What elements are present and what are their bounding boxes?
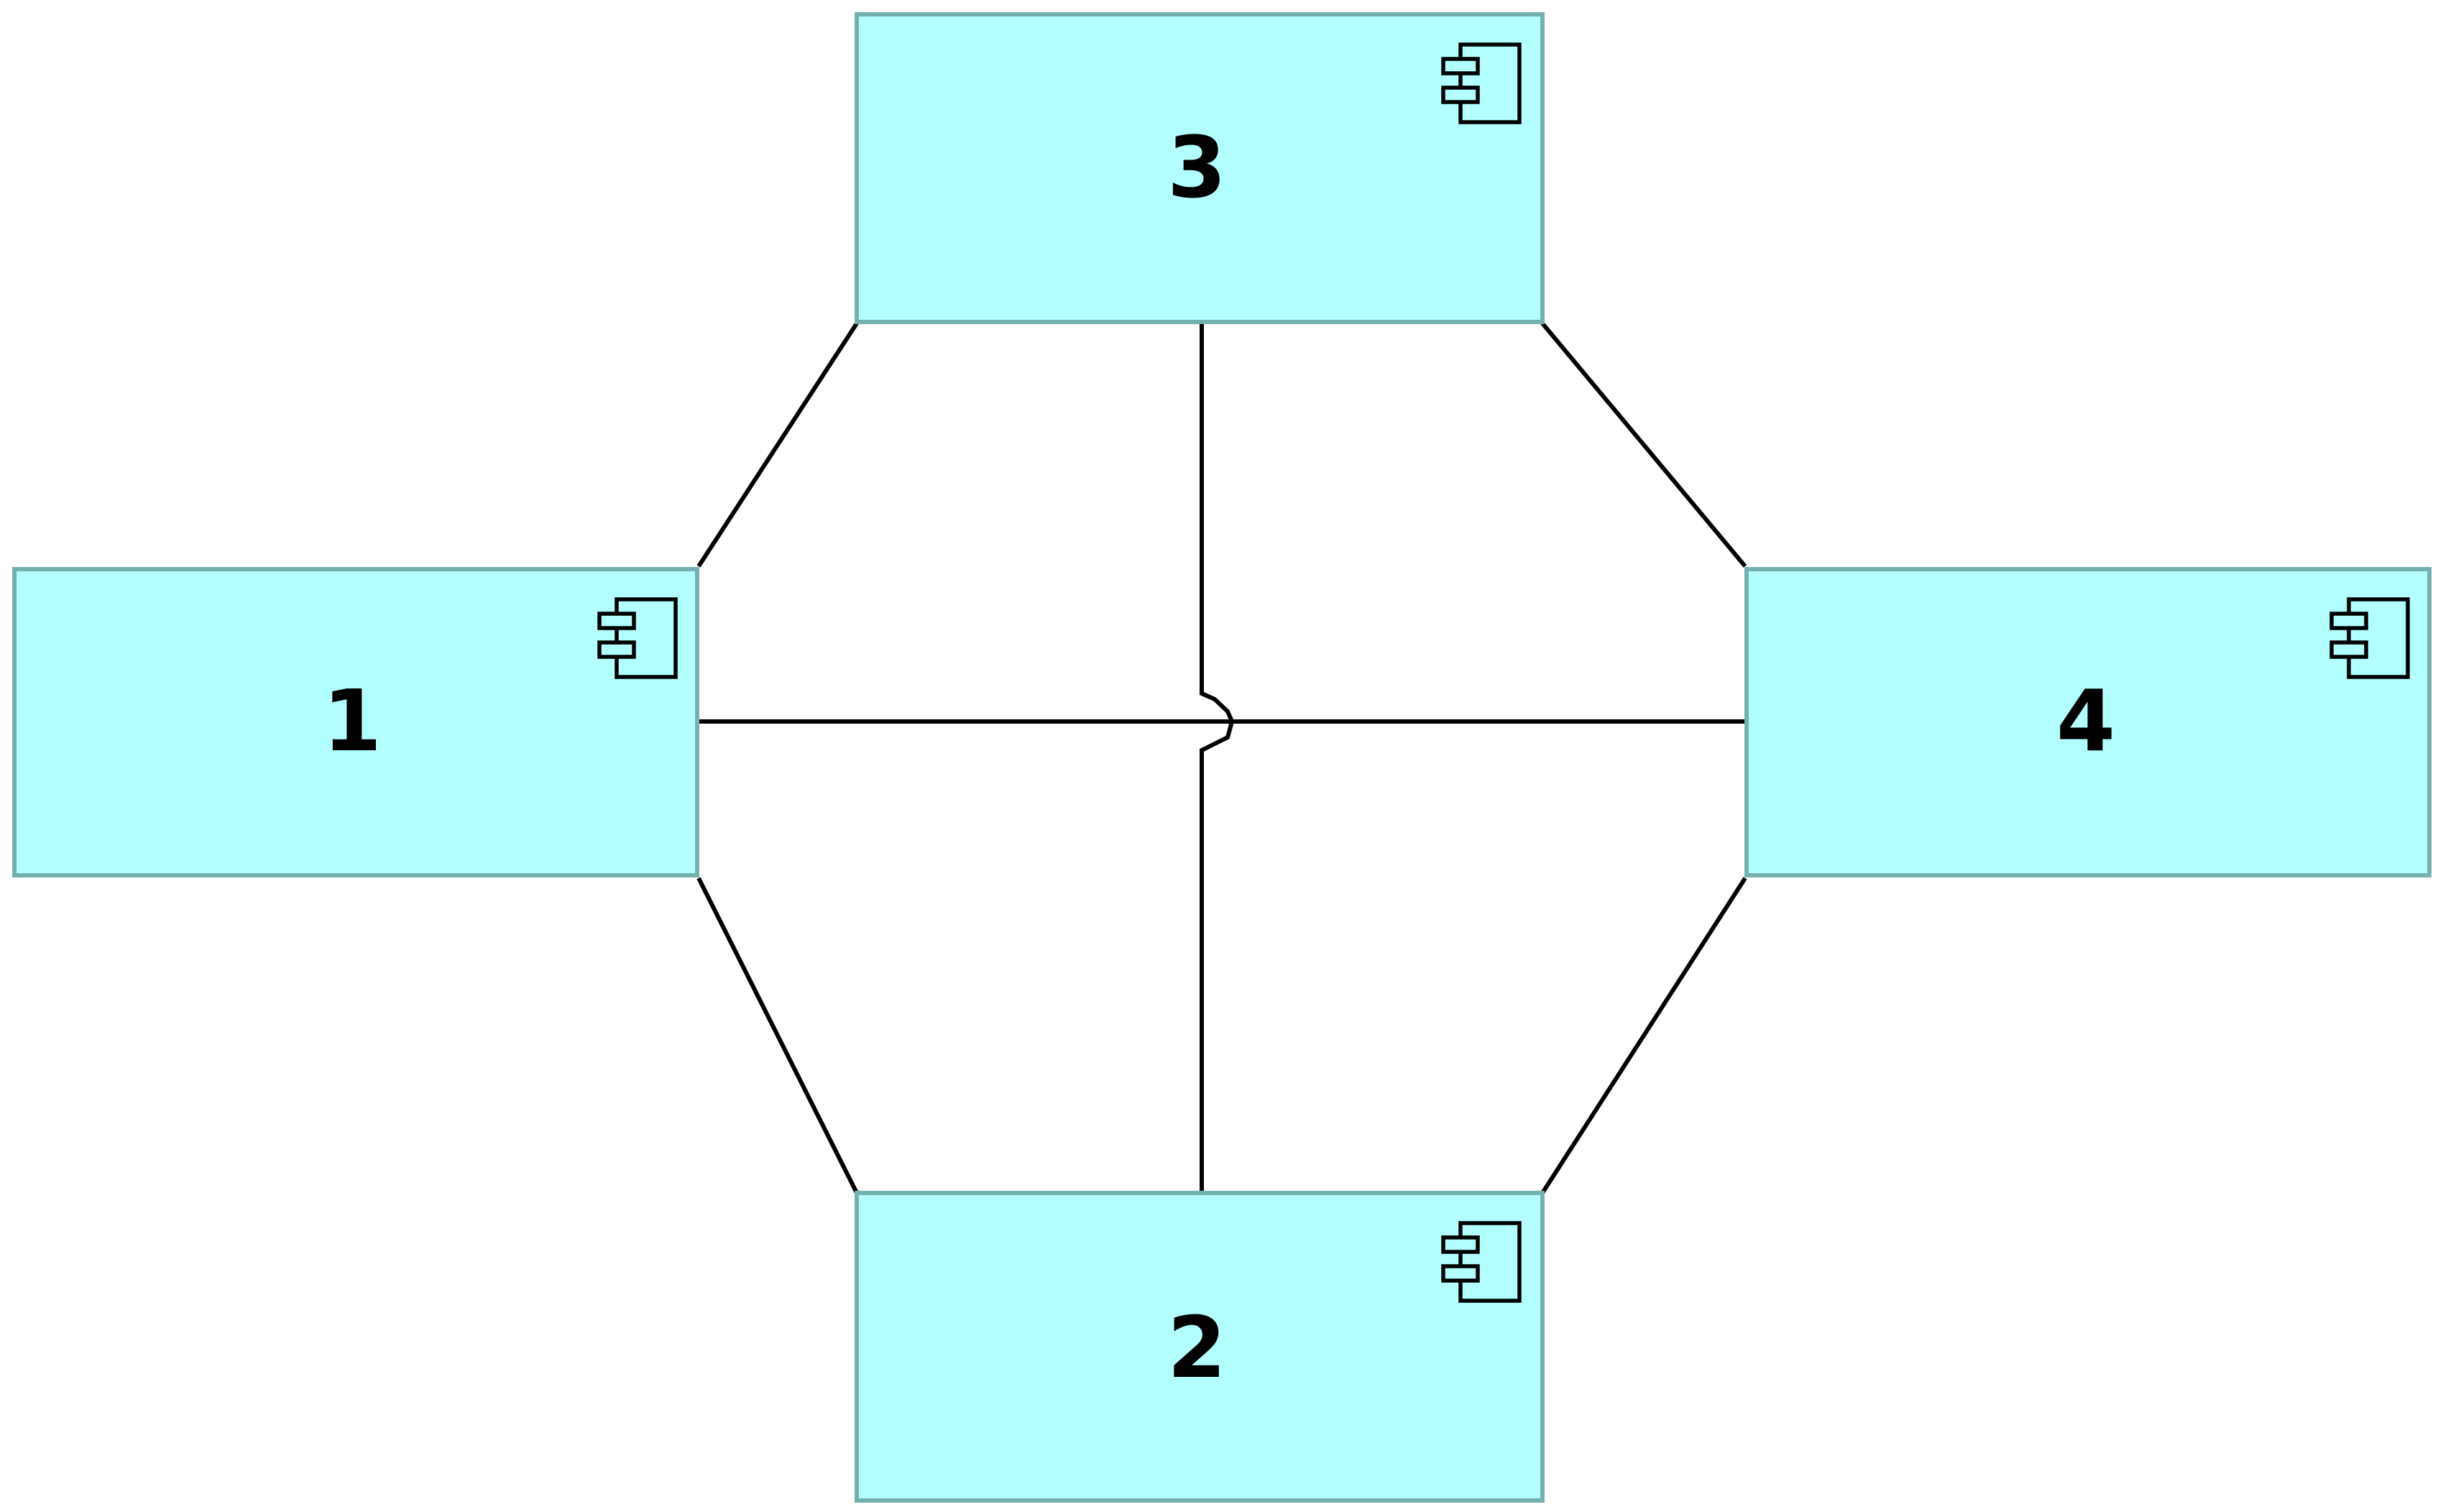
edge-1-2[interactable] xyxy=(696,877,859,1194)
component-node-4[interactable]: 4 xyxy=(1744,567,2432,877)
node-label: 1 xyxy=(323,671,382,770)
uml-component-icon xyxy=(597,597,678,679)
edge-3-4[interactable] xyxy=(1540,322,1747,568)
node-box xyxy=(855,1191,1545,1503)
node-label: 2 xyxy=(1167,1298,1226,1397)
node-box xyxy=(1744,567,2432,877)
uml-component-icon xyxy=(1441,42,1522,124)
node-box xyxy=(855,12,1545,324)
edges xyxy=(696,322,1747,1194)
component-node-3[interactable]: 3 xyxy=(855,12,1545,324)
edge-1-3[interactable] xyxy=(696,322,859,568)
edge-3-2[interactable] xyxy=(1200,323,1235,1193)
node-label: 3 xyxy=(1167,118,1226,217)
component-node-1[interactable]: 1 xyxy=(12,567,699,877)
node-box xyxy=(12,567,699,877)
component-node-2[interactable]: 2 xyxy=(855,1191,1545,1503)
edge-4-2[interactable] xyxy=(1540,877,1747,1194)
node-label: 4 xyxy=(2056,671,2115,770)
uml-component-icon xyxy=(2329,597,2410,679)
uml-component-icon xyxy=(1441,1221,1522,1303)
